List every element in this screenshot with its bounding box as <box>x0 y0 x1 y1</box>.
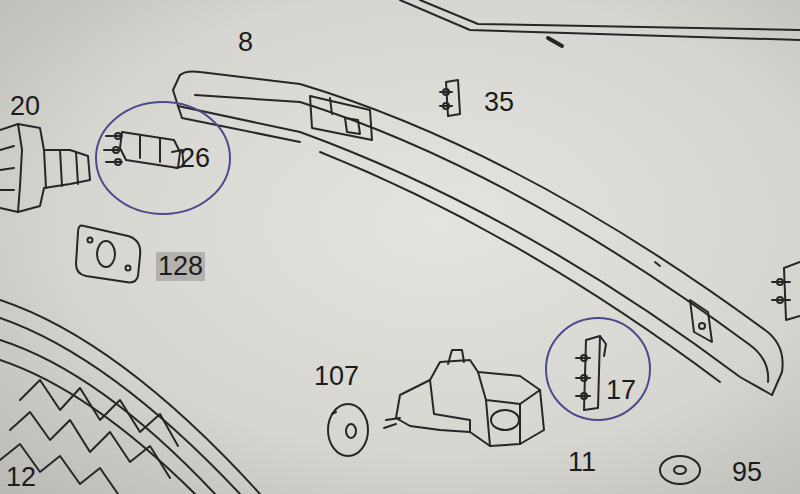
callout-number: 26 <box>178 144 212 173</box>
highlight-circle: 26 <box>94 100 232 216</box>
callout-number: 128 <box>156 252 205 281</box>
circle-outline <box>94 100 232 216</box>
callout-number: 17 <box>604 376 638 405</box>
callout-number: 11 <box>566 448 598 477</box>
callout-number: 12 <box>4 463 38 492</box>
callout-number: 8 <box>236 28 255 57</box>
callout-number: 95 <box>730 458 764 487</box>
callout-number: 20 <box>8 92 42 121</box>
callout-number: 35 <box>482 88 516 117</box>
highlight-circle: 17 <box>544 316 652 422</box>
callout-number: 107 <box>312 362 361 391</box>
circle-outline <box>544 316 652 422</box>
